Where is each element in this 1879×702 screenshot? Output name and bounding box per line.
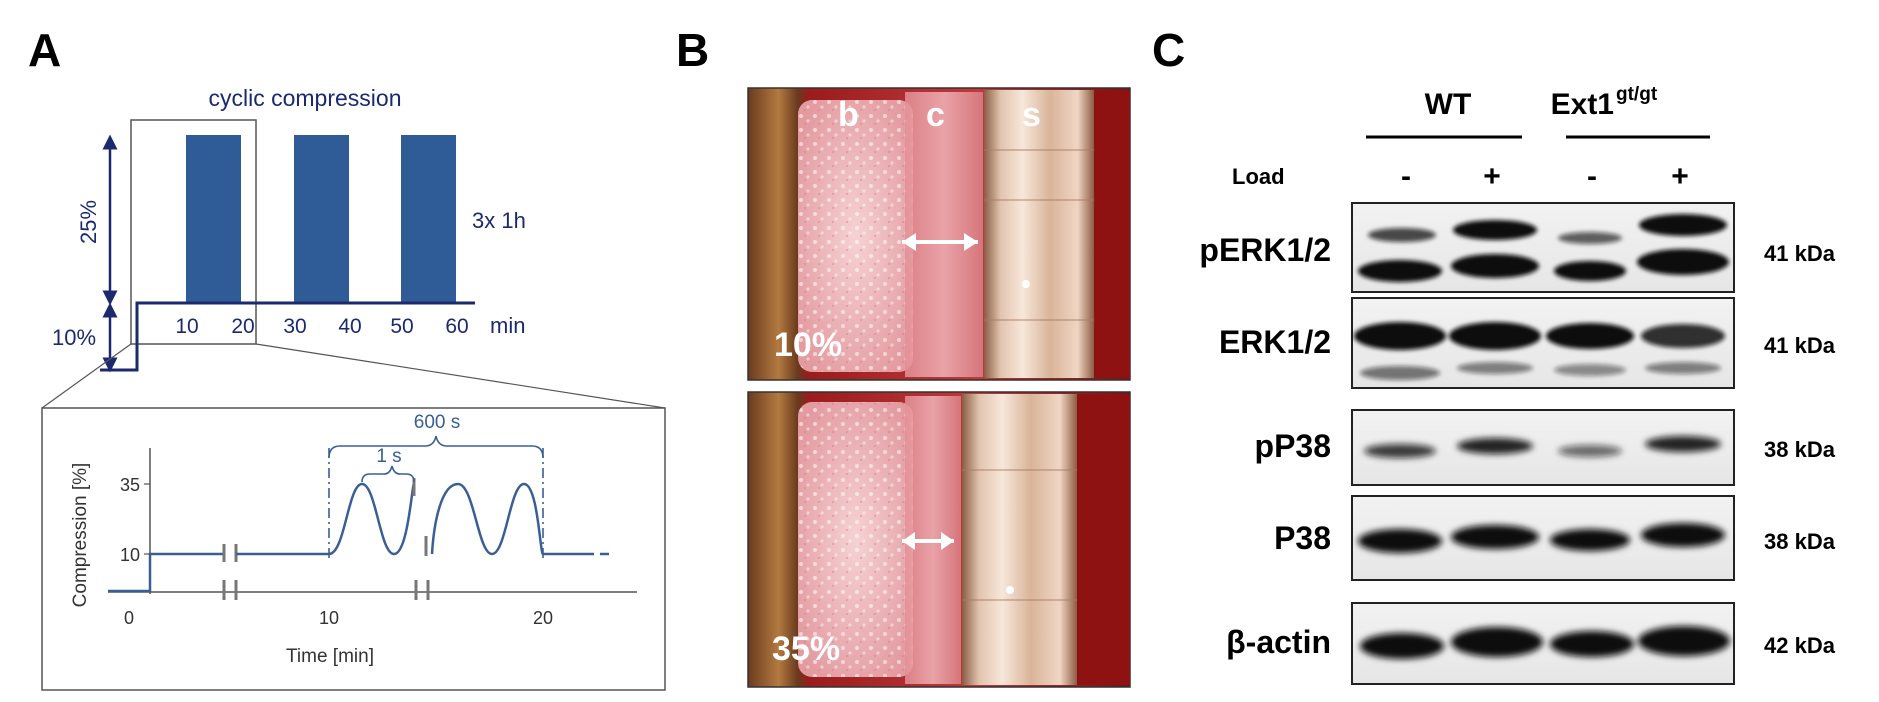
- region-label-c: c: [926, 96, 945, 134]
- panel-b: B b c s 10%: [676, 24, 1131, 688]
- period-brace: [361, 465, 415, 483]
- cyclic-wave-2: [430, 482, 585, 556]
- load-state: -: [1401, 160, 1411, 193]
- load-state: -: [1587, 160, 1597, 193]
- micrograph-10: b c s 10%: [747, 87, 1131, 381]
- group-superscript: gt/gt: [1616, 84, 1658, 105]
- panel-label-b: B: [676, 24, 709, 76]
- inset-plot: 35 10 0 10 20 Compression [%] Time [min]: [41, 407, 666, 691]
- blot-mw: 38 kDa: [1764, 529, 1836, 554]
- group-label-ext1: Ext1: [1551, 88, 1614, 121]
- blot-erk: [1351, 297, 1735, 389]
- highlight-box: [130, 119, 257, 345]
- axis-break-markers: [222, 580, 430, 600]
- panel-c: C WT Ext1 gt/gt Load - + - + pERK: [1152, 24, 1836, 685]
- inset-y-tick: 35: [120, 475, 140, 495]
- x-tick: 10: [175, 315, 198, 338]
- group-label-wt: WT: [1425, 88, 1472, 121]
- blot-label: P38: [1274, 520, 1331, 556]
- x-ticks-a: 10 20 30 40 50 60: [175, 315, 468, 338]
- compression-bar: [294, 135, 349, 303]
- strain-label-10: 10%: [774, 326, 842, 364]
- blot-label: β-actin: [1226, 624, 1331, 660]
- blot-label: pERK1/2: [1199, 232, 1331, 268]
- load-step-line: [100, 301, 475, 372]
- x-tick: 50: [390, 315, 413, 338]
- load-state: +: [1483, 160, 1501, 193]
- inset-y-tick: 10: [120, 545, 140, 565]
- span-note: 600 s: [414, 412, 460, 433]
- x-tick: 40: [338, 315, 361, 338]
- x-tick: 30: [283, 315, 306, 338]
- y-label-25: 25%: [76, 200, 101, 244]
- panel-a: A cyclic compression 25% 10% 3x 1h 10 20…: [28, 24, 666, 691]
- compression-bar: [401, 135, 456, 303]
- inset-ylabel: Compression [%]: [70, 463, 91, 608]
- blot-p38: [1351, 495, 1735, 581]
- blot-label: pP38: [1255, 428, 1331, 464]
- region-label-b: b: [838, 96, 859, 134]
- cyclic-wave-1: [328, 482, 416, 556]
- cartilage-region: [905, 92, 983, 377]
- inset-baseline-step: [108, 552, 224, 593]
- blot-mw: 41 kDa: [1764, 241, 1836, 266]
- group-name: Ext1: [1551, 88, 1614, 121]
- compression-bar: [186, 135, 241, 303]
- region-label-s: s: [1022, 96, 1041, 134]
- blot-perk: [1351, 202, 1735, 293]
- x-tick: 20: [231, 315, 254, 338]
- zoom-line: [255, 343, 666, 409]
- period-note: 1 s: [376, 446, 401, 467]
- blot-mw: 42 kDa: [1764, 633, 1836, 658]
- zoom-line: [41, 343, 132, 409]
- span-brace: [328, 435, 544, 459]
- inset-x-tick: 20: [533, 608, 553, 628]
- blot-label: ERK1/2: [1219, 324, 1331, 360]
- panel-label-a: A: [28, 24, 61, 76]
- steel-piston: [984, 90, 1094, 378]
- panel-label-c: C: [1152, 24, 1185, 76]
- strain-label-35: 35%: [772, 630, 840, 668]
- micrograph-35: 35%: [747, 391, 1131, 688]
- blot-mw: 41 kDa: [1764, 333, 1836, 358]
- inset-x-tick: 10: [319, 608, 339, 628]
- load-state: +: [1671, 160, 1689, 193]
- x-tick: 60: [445, 315, 468, 338]
- cyclic-compression-title: cyclic compression: [209, 85, 402, 111]
- x-unit: min: [490, 313, 525, 338]
- steel-piston: [962, 394, 1077, 685]
- inset-frame: [41, 407, 666, 691]
- inset-x-tick: 0: [124, 608, 134, 628]
- y-label-10: 10%: [52, 325, 96, 350]
- inset-xlabel: Time [min]: [286, 646, 374, 667]
- blot-pp38: [1351, 409, 1735, 486]
- blot-mw: 38 kDa: [1764, 437, 1836, 462]
- load-label: Load: [1232, 164, 1285, 189]
- repeat-note: 3x 1h: [472, 208, 526, 233]
- blot-actin: [1351, 602, 1735, 685]
